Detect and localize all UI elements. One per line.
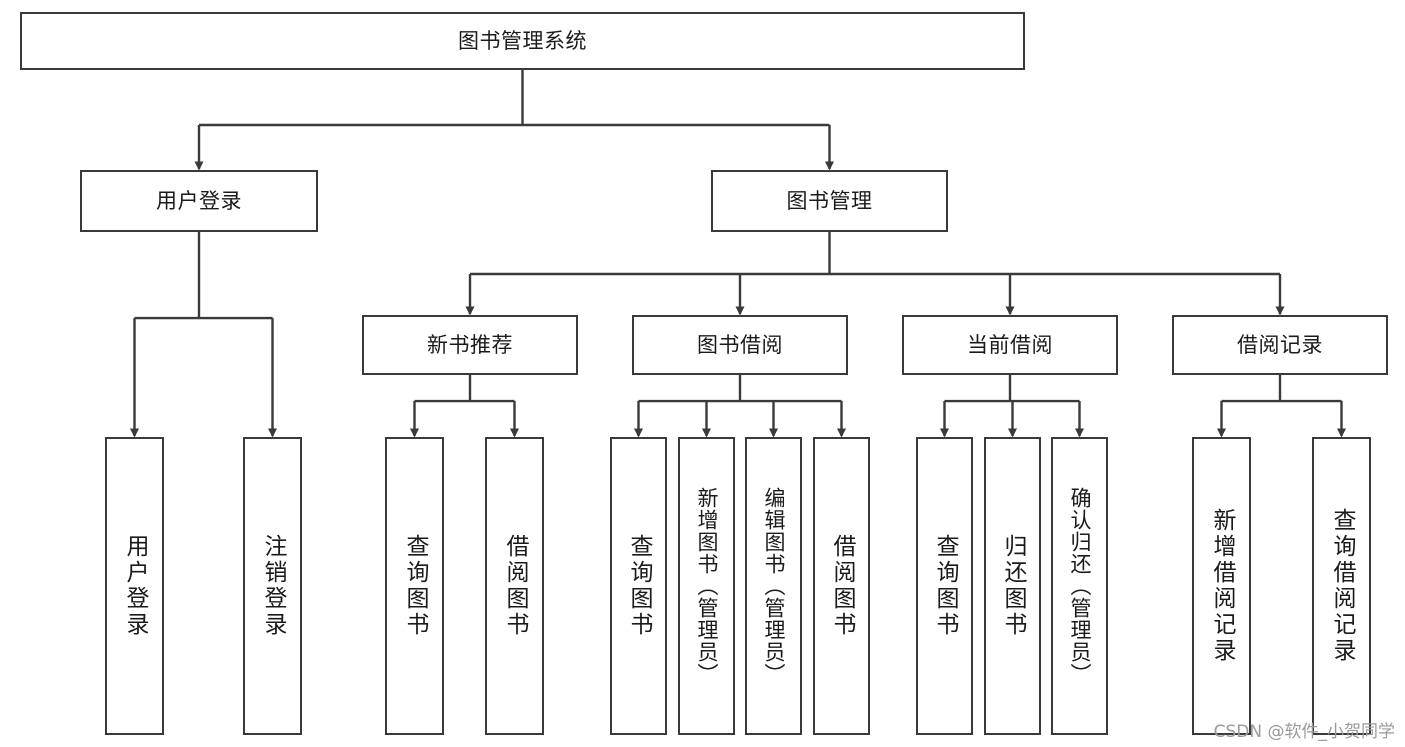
node-records[interactable]: 借阅记录 xyxy=(1172,315,1388,375)
node-label: 编辑图书（管理员） xyxy=(762,487,786,685)
node-label: 查询图书 xyxy=(402,534,428,638)
node-label: 新书推荐 xyxy=(427,332,513,357)
node-label: 归还图书 xyxy=(1000,534,1026,638)
node-l-cb-return[interactable]: 归还图书 xyxy=(984,437,1041,735)
node-l-bw-query[interactable]: 查询图书 xyxy=(610,437,667,735)
node-bookmgmt[interactable]: 图书管理 xyxy=(711,170,948,232)
node-l-bw-add[interactable]: 新增图书（管理员） xyxy=(678,437,735,735)
node-label: 确认归还（管理员） xyxy=(1068,487,1092,685)
node-label: 借阅图书 xyxy=(502,534,528,638)
node-label: 注销登录 xyxy=(260,534,286,638)
node-borrow[interactable]: 图书借阅 xyxy=(632,315,848,375)
node-l-bw-edit[interactable]: 编辑图书（管理员） xyxy=(745,437,802,735)
node-l-login[interactable]: 用户登录 xyxy=(105,437,164,735)
node-l-bw-borrow[interactable]: 借阅图书 xyxy=(813,437,870,735)
node-login[interactable]: 用户登录 xyxy=(80,170,318,232)
node-label: 图书管理 xyxy=(786,188,873,213)
node-label: 用户登录 xyxy=(122,534,148,638)
node-l-rc-add[interactable]: 新增借阅记录 xyxy=(1192,437,1251,735)
node-label: 借阅图书 xyxy=(829,534,855,638)
node-l-cb-query[interactable]: 查询图书 xyxy=(916,437,973,735)
node-l-nb-borrow[interactable]: 借阅图书 xyxy=(485,437,544,735)
node-l-logout[interactable]: 注销登录 xyxy=(243,437,302,735)
node-newbook[interactable]: 新书推荐 xyxy=(362,315,578,375)
node-label: 图书借阅 xyxy=(697,332,783,357)
node-label: 借阅记录 xyxy=(1237,332,1323,357)
node-label: 当前借阅 xyxy=(967,332,1053,357)
node-label: 查询借阅记录 xyxy=(1329,508,1355,664)
node-label: 图书管理系统 xyxy=(458,28,587,53)
node-l-nb-query[interactable]: 查询图书 xyxy=(385,437,444,735)
node-root[interactable]: 图书管理系统 xyxy=(20,12,1025,70)
edge-paths xyxy=(130,70,1346,438)
node-label: 查询图书 xyxy=(932,534,958,638)
node-label: 新增借阅记录 xyxy=(1209,508,1235,664)
node-current[interactable]: 当前借阅 xyxy=(902,315,1118,375)
node-label: 用户登录 xyxy=(156,188,242,213)
watermark: CSDN @软件_小贺同学 xyxy=(1213,722,1395,742)
node-l-rc-query[interactable]: 查询借阅记录 xyxy=(1312,437,1371,735)
node-l-cb-confirm[interactable]: 确认归还（管理员） xyxy=(1051,437,1108,735)
node-label: 查询图书 xyxy=(626,534,652,638)
node-label: 新增图书（管理员） xyxy=(695,487,719,685)
